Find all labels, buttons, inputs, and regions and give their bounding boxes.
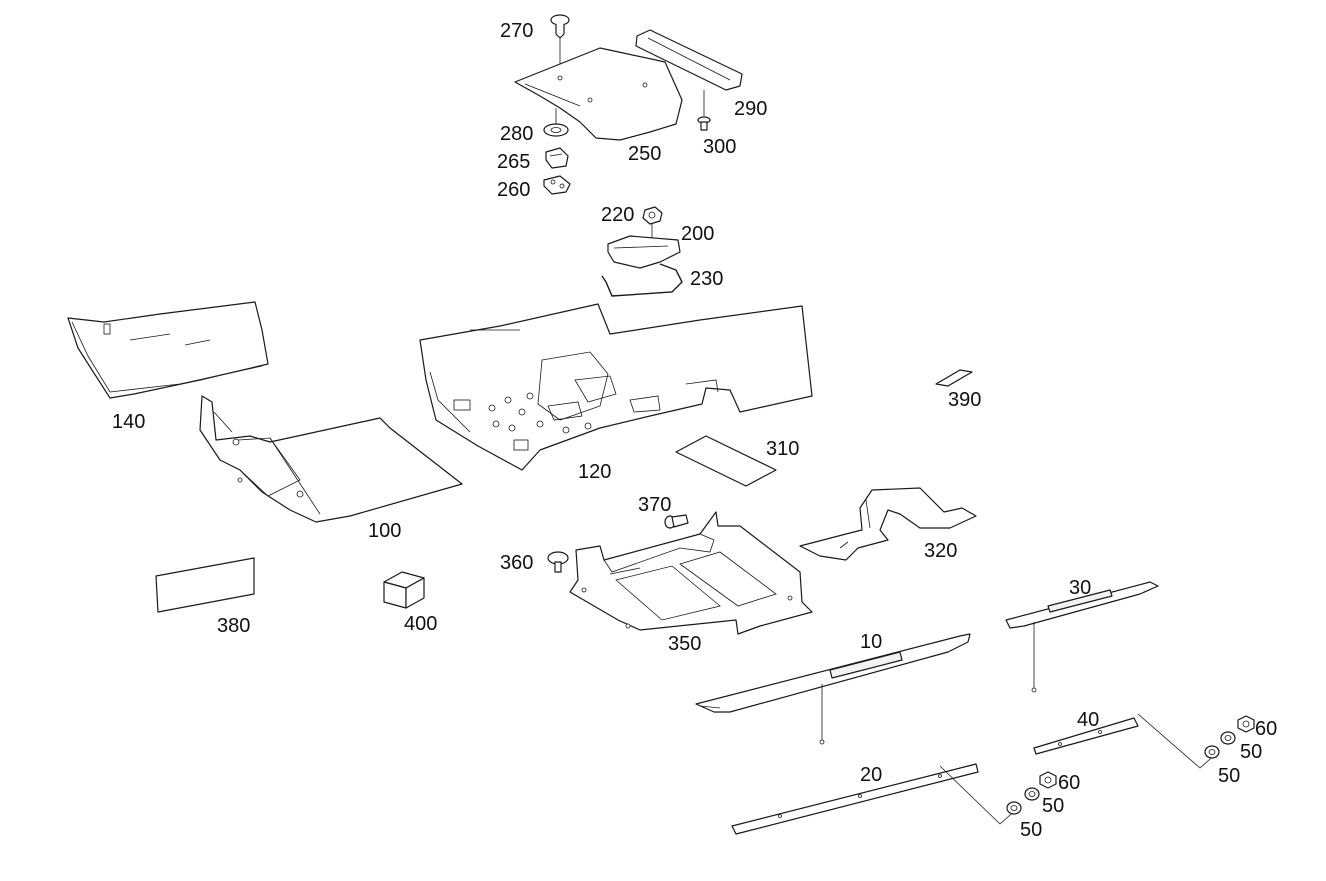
part-250-cover-panel[interactable] xyxy=(514,47,683,141)
label-30: 30 xyxy=(1069,577,1091,599)
label-50-front-a: 50 xyxy=(1042,795,1064,817)
part-30-sill-plate[interactable] xyxy=(1005,581,1159,693)
part-360-push-clip[interactable] xyxy=(547,551,569,573)
part-10-sill-plate[interactable] xyxy=(695,633,971,745)
part-140-side-trim[interactable] xyxy=(67,301,269,399)
part-200-bracket[interactable] xyxy=(607,235,681,269)
part-260-clip[interactable] xyxy=(543,175,571,195)
label-200: 200 xyxy=(681,223,714,245)
part-350-rear-floor-mat[interactable] xyxy=(569,511,813,635)
label-270: 270 xyxy=(500,20,533,42)
part-60-nut-front[interactable] xyxy=(1039,771,1057,789)
part-120-floor-mat[interactable] xyxy=(419,303,813,471)
label-290: 290 xyxy=(734,98,767,120)
label-380: 380 xyxy=(217,615,250,637)
label-40: 40 xyxy=(1077,709,1099,731)
part-60-nut-rear[interactable] xyxy=(1237,715,1255,733)
label-120: 120 xyxy=(578,461,611,483)
label-50-rear-a: 50 xyxy=(1240,741,1262,763)
label-400: 400 xyxy=(404,613,437,635)
label-100: 100 xyxy=(368,520,401,542)
label-265: 265 xyxy=(497,151,530,173)
label-50-front-b: 50 xyxy=(1020,819,1042,841)
label-310: 310 xyxy=(766,438,799,460)
label-390: 390 xyxy=(948,389,981,411)
part-50-washer-rear-a[interactable] xyxy=(1220,731,1236,745)
part-270-clip[interactable] xyxy=(550,14,570,72)
part-400-block[interactable] xyxy=(383,571,425,609)
label-360: 360 xyxy=(500,552,533,574)
part-370-bolt[interactable] xyxy=(664,514,689,529)
label-370: 370 xyxy=(638,494,671,516)
part-265-clip[interactable] xyxy=(545,147,569,169)
part-310-insulation-mat[interactable] xyxy=(675,435,777,487)
label-140: 140 xyxy=(112,411,145,433)
label-60-front: 60 xyxy=(1058,772,1080,794)
label-250: 250 xyxy=(628,143,661,165)
label-350: 350 xyxy=(668,633,701,655)
part-40-sill-strip[interactable] xyxy=(1033,713,1219,769)
part-50-washer-front-b[interactable] xyxy=(1006,801,1022,815)
part-380-sticker[interactable] xyxy=(155,557,255,613)
label-10: 10 xyxy=(860,631,882,653)
label-220: 220 xyxy=(601,204,634,226)
label-50-rear-b: 50 xyxy=(1218,765,1240,787)
part-390-pad[interactable] xyxy=(935,369,973,387)
part-320-heat-shield[interactable] xyxy=(799,487,977,561)
label-20: 20 xyxy=(860,764,882,786)
label-60-rear: 60 xyxy=(1255,718,1277,740)
part-230-wire-bracket[interactable] xyxy=(601,263,683,297)
part-290-step-cover[interactable] xyxy=(635,29,743,91)
part-50-washer-rear-b[interactable] xyxy=(1204,745,1220,759)
part-100-floor-panel[interactable] xyxy=(199,395,463,523)
part-300-screw[interactable] xyxy=(697,90,711,131)
part-280-grommet[interactable] xyxy=(543,108,569,137)
label-320: 320 xyxy=(924,540,957,562)
label-260: 260 xyxy=(497,179,530,201)
label-300: 300 xyxy=(703,136,736,158)
label-280: 280 xyxy=(500,123,533,145)
part-50-washer-front-a[interactable] xyxy=(1024,787,1040,801)
label-230: 230 xyxy=(690,268,723,290)
